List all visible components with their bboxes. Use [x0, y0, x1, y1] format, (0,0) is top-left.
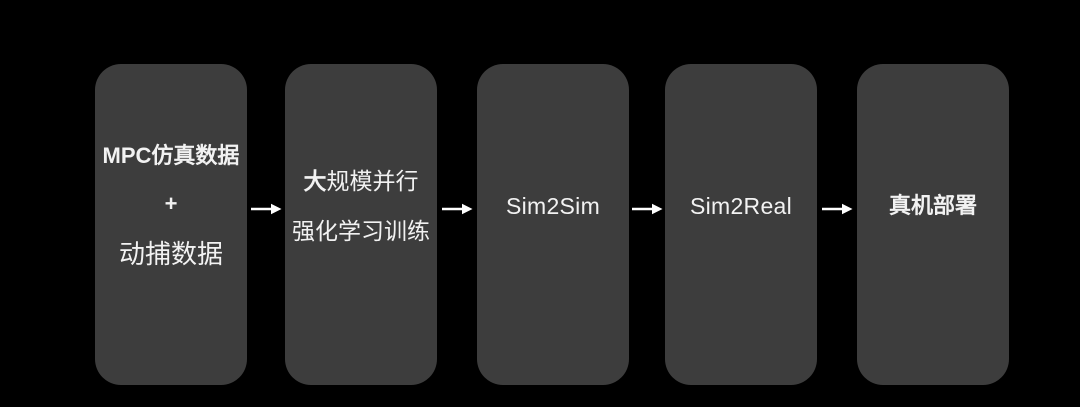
- arrow-right-icon: [441, 203, 473, 215]
- stage-line-parallel-bold-part: 大: [303, 167, 327, 194]
- stage-sim2real: Sim2Real: [665, 64, 817, 385]
- arrow-right-icon: [821, 203, 853, 215]
- stage-deployment: 真机部署: [857, 64, 1009, 385]
- arrow-right-icon: [631, 203, 663, 215]
- stage-training-data: MPC仿真数据 + 动捕数据: [95, 64, 247, 385]
- plus-separator: +: [164, 190, 178, 216]
- stage-line-mpc-sim-data: MPC仿真数据: [102, 142, 240, 168]
- stage-sim2sim: Sim2Sim: [477, 64, 629, 385]
- stage-line-mocap-data: 动捕数据: [118, 238, 223, 269]
- stage-line-deployment: 真机部署: [888, 192, 977, 218]
- arrow-right-icon: [250, 203, 282, 215]
- stage-line-parallel: 大规模并行: [304, 166, 419, 196]
- stage-line-parallel-rest: 规模并行: [326, 167, 419, 194]
- stage-line-sim2real: Sim2Real: [689, 192, 793, 219]
- stage-rl-training: 大规模并行 强化学习训练: [285, 64, 437, 385]
- stage-line-rl-train: 强化学习训练: [292, 217, 430, 244]
- stage-line-sim2sim: Sim2Sim: [505, 192, 601, 219]
